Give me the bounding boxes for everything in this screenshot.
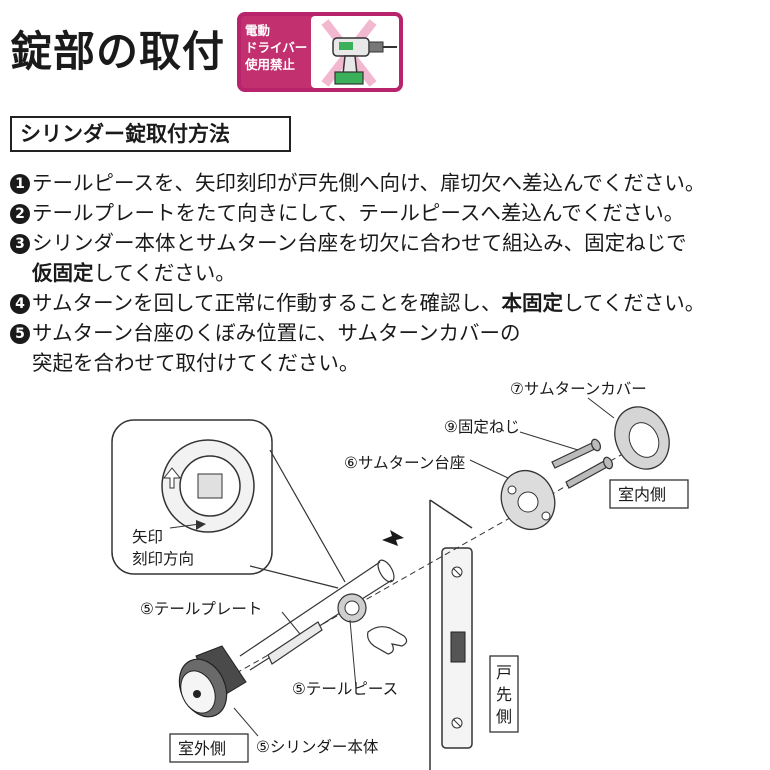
step-number: 4 [10,294,30,314]
hand-icon [367,626,408,655]
step-number: 3 [10,234,30,254]
indoor-box: 室内側 [609,479,689,509]
step-number: 5 [10,324,30,344]
step-text: サムターン台座のくぼみ位置に、サムターンカバーの [32,321,521,345]
assembly-diagram: 矢印 刻印方向 [111,380,689,770]
step-bold-text: 本固定 [501,291,563,315]
tail-piece-closeup-icon [161,439,255,533]
step-text: テールプレートをたて向きにして、テールピースへ差込んでください。 [32,201,685,225]
thumbturn-base-icon [500,470,556,530]
label-tail-plate: ⑤テールプレート [140,600,262,618]
thumbturn-cover-icon [614,406,670,470]
step-bold-text: 仮固定 [32,261,94,285]
label-thumbturn-cover: ⑦サムターンカバー [510,380,647,398]
cylinder-body-icon [178,645,247,718]
front-plate-icon [441,547,473,749]
label-door-edge-1: 戸 [496,663,512,682]
insert-direction-arrow-icon [382,530,404,546]
badge-text: 電動 ドライバー 使用禁止 [245,23,308,72]
label-indoor: 室内側 [618,485,666,504]
sleeve-icon [239,559,395,671]
label-fixing-screw: ⑨固定ねじ [444,418,520,436]
section-title: シリンダー錠取付方法 [10,116,291,152]
arrow-mark-label-line2: 刻印方向 [132,550,194,568]
step-text: サムターンを回して正常に作動することを確認し、 [32,291,502,315]
label-outdoor: 室外側 [178,739,226,758]
door-edge-box: 戸 先 側 [489,655,519,733]
leader-lines [233,397,615,737]
step-number: 1 [10,174,30,194]
fixing-screw-icon [551,438,614,489]
power-driver-icon [311,16,399,88]
label-thumbturn-base: ⑥サムターン台座 [344,454,465,472]
label-door-edge-2: 先 [496,685,512,704]
step-text: シリンダー本体とサムターン台座を切欠に合わせて組込み、固定ねじで [32,231,687,255]
step-tail-text: してください。 [93,261,236,285]
step-number: 2 [10,204,30,224]
step-text: テールピースを、矢印刻印が戸先側へ向け、扉切欠へ差込んでください。 [32,171,706,195]
arrow-mark-label-line1: 矢印 [132,528,163,546]
no-power-driver-badge: 電動 ドライバー 使用禁止 [237,12,403,92]
tail-piece-icon [337,593,367,623]
page-title: 錠部の取付 [10,27,226,76]
label-cylinder-body: ⑤シリンダー本体 [256,738,379,756]
outdoor-box: 室外側 [169,733,249,763]
label-tail-piece: ⑤テールピース [292,680,398,698]
step-text-continued: 突起を合わせて取付けてください。 [32,351,360,375]
tail-plate-icon [267,621,323,665]
step-tail-text: してください。 [562,291,706,315]
label-door-edge-3: 側 [496,707,512,726]
zoom-callout [111,419,346,589]
door-panel [429,499,473,770]
